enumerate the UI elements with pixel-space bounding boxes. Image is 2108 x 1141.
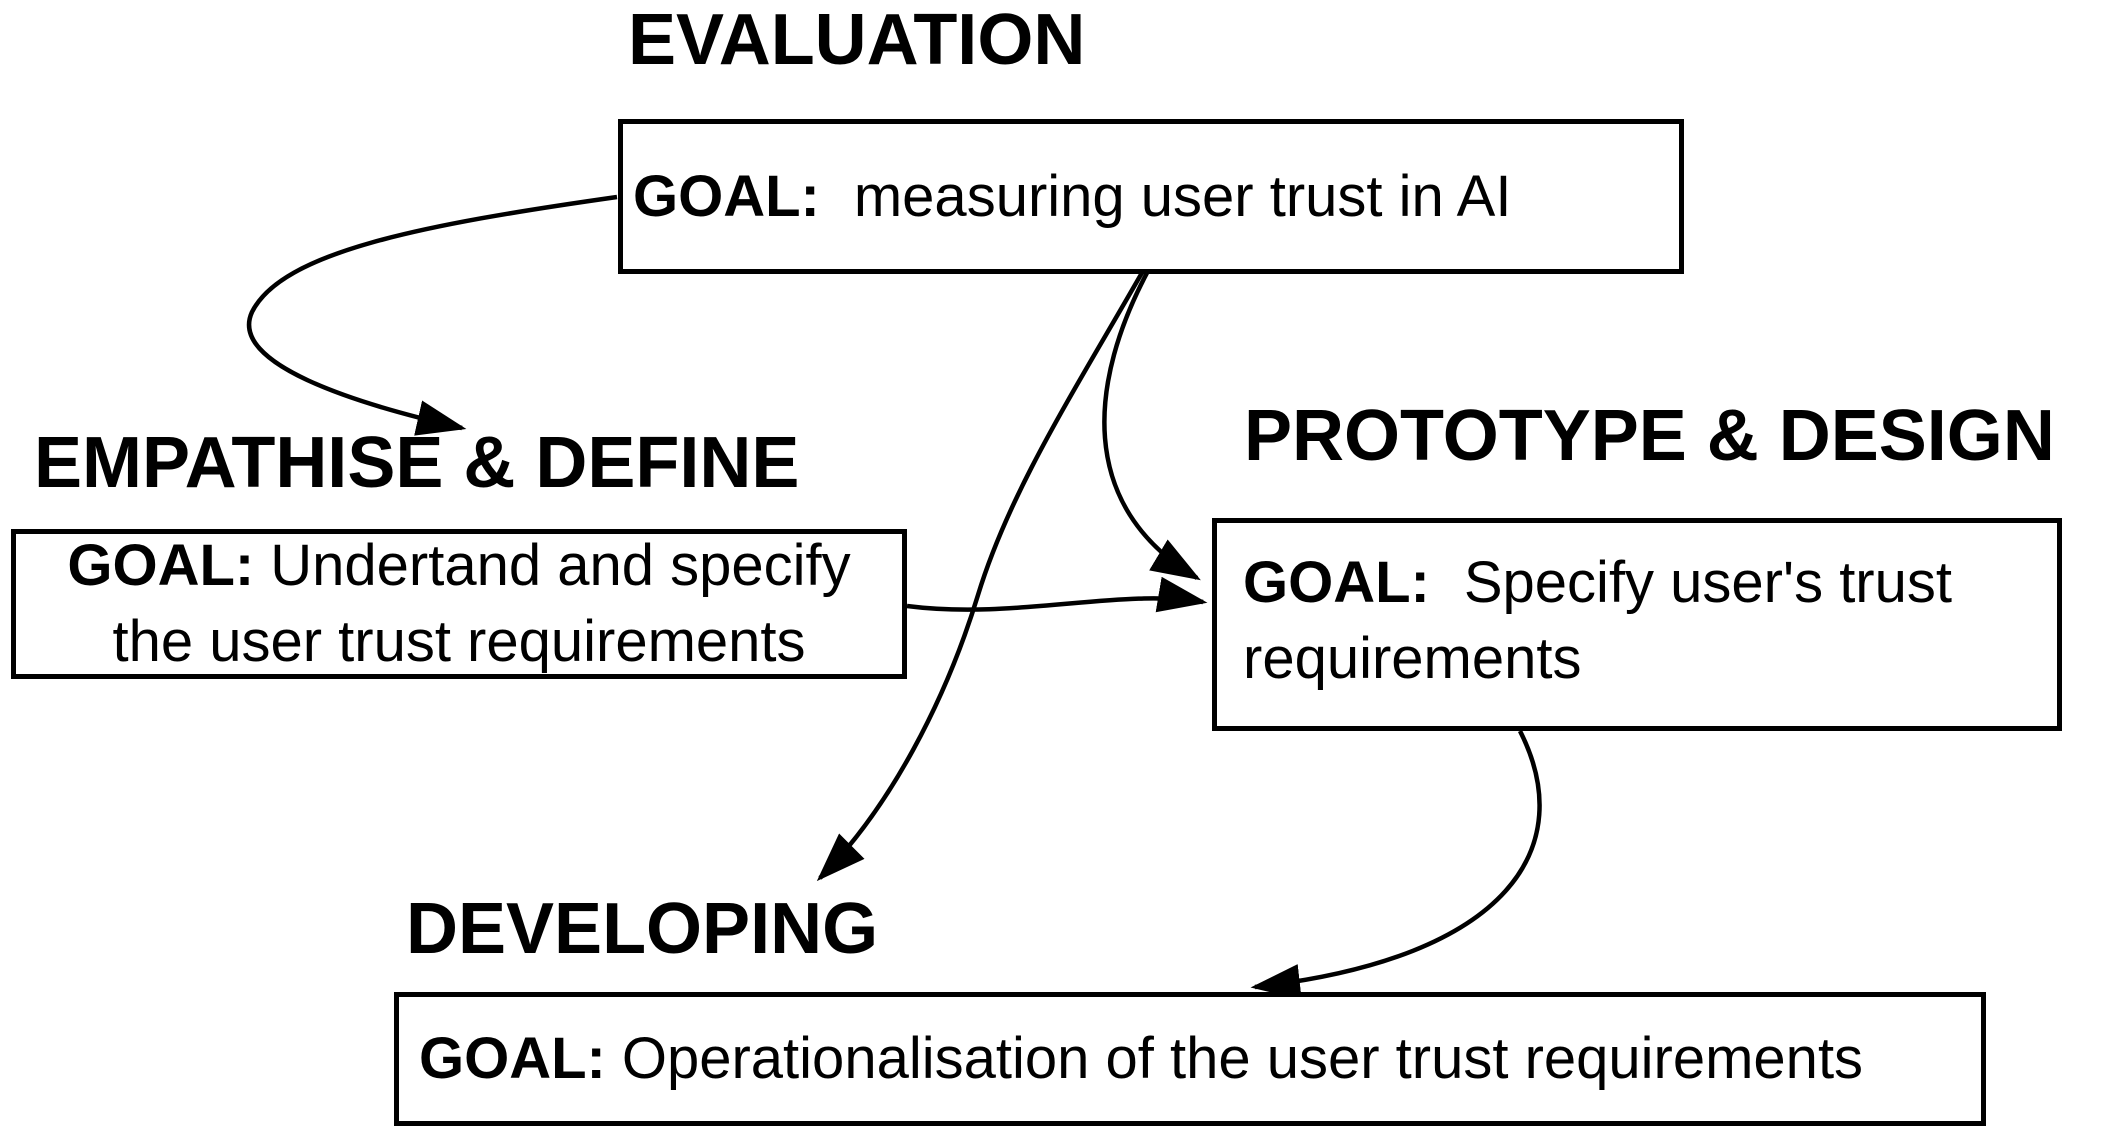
arrow-evaluation-to-empathise bbox=[247, 194, 618, 436]
empathise-define-title: EMPATHISE & DEFINE bbox=[34, 423, 800, 503]
arrow-prototype-to-developing bbox=[1250, 729, 1542, 1000]
empathise-define-goal-box: GOAL:Undertand and specify the user trus… bbox=[11, 529, 907, 679]
evaluation-title: EVALUATION bbox=[628, 0, 1086, 80]
arrow-evaluation-to-prototype bbox=[1102, 269, 1201, 581]
goal-label: GOAL: bbox=[1243, 550, 1430, 615]
evaluation-goal-box: GOAL: measuring user trust in AI bbox=[618, 119, 1684, 274]
prototype-design-title: PROTOTYPE & DESIGN bbox=[1244, 396, 2055, 476]
goal-value: measuring user trust in AI bbox=[853, 163, 1512, 229]
goal-value: Specify user's trust bbox=[1463, 550, 1952, 615]
evaluation-goal-text: GOAL: measuring user trust in AI bbox=[633, 159, 1512, 235]
prototype-design-goal-box: GOAL: Specify user's trust requirements bbox=[1212, 518, 2062, 731]
prototype-goal-line-2: requirements bbox=[1243, 626, 1582, 691]
arrow-empathise-to-prototype bbox=[906, 576, 1208, 613]
developing-title: DEVELOPING bbox=[406, 889, 879, 969]
prototype-goal-line-1: GOAL: Specify user's trust bbox=[1243, 545, 2047, 621]
goal-value: Undertand and specify bbox=[270, 533, 851, 598]
goal-label: GOAL: bbox=[419, 1026, 606, 1091]
goal-label: GOAL: bbox=[67, 533, 255, 598]
goal-value: Operationalisation of the user trust req… bbox=[621, 1026, 1864, 1091]
developing-goal-box: GOAL:Operationalisation of the user trus… bbox=[394, 992, 1986, 1126]
developing-goal-text: GOAL:Operationalisation of the user trus… bbox=[419, 1021, 1863, 1097]
empathise-goal-line-1: GOAL:Undertand and specify bbox=[16, 528, 902, 604]
goal-label: GOAL: bbox=[633, 163, 820, 229]
empathise-goal-line-2: the user trust requirements bbox=[112, 609, 806, 674]
arrow-evaluation-to-developing bbox=[816, 269, 1145, 882]
